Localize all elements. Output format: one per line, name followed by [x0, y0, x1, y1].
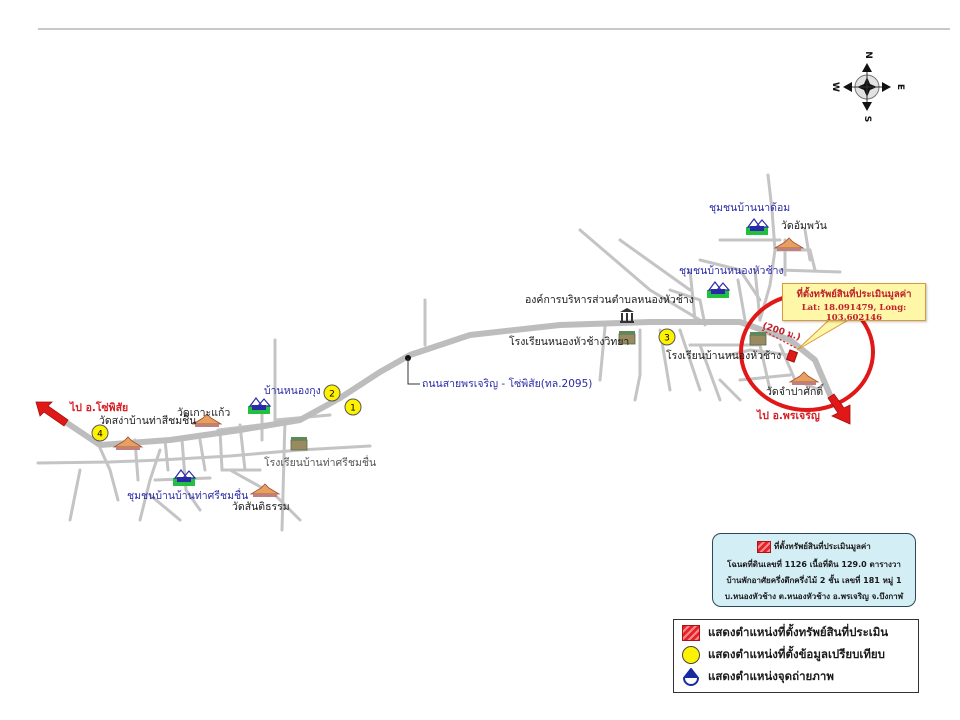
label-sao-office: องค์การบริหารส่วนตำบลหนองหัวช้าง	[525, 294, 694, 306]
photo-point-icon	[682, 668, 700, 686]
label-school-nong-hua-chang-wittaya: โรงเรียนหนองหัวช้างวิทยา	[509, 336, 630, 348]
label-ban-nong-kung: บ้านหนองกุง	[264, 385, 321, 397]
label-community-na-om: ชุมชนบ้านนาด้อม	[709, 202, 791, 214]
arrow-to-phon-charoen-icon	[827, 393, 851, 425]
callout-coordinates: Lat: 18.091479, Long: 103.602146	[801, 303, 907, 323]
legend-label: แสดงตำแหน่งที่ตั้งทรัพย์สินที่ประเมิน	[708, 625, 889, 639]
map-legend: แสดงตำแหน่งที่ตั้งทรัพย์สินที่ประเมิน แส…	[673, 619, 919, 693]
compass-icon	[843, 63, 891, 111]
property-marker-icon	[785, 349, 799, 363]
main-road	[52, 319, 848, 448]
comparison-marker-label: 2	[329, 390, 335, 400]
temple-icon	[191, 413, 223, 427]
road-leader-line	[407, 358, 420, 385]
label-community-tha-si-chom-chuen: ชุมชนบ้านบ้านท่าศรีชมชื่น	[127, 490, 249, 502]
info-line-3: บ.หนองหัวช้าง ต.หนองหัวช้าง อ.พรเจริญ จ.…	[724, 592, 904, 601]
temple-icon	[112, 436, 144, 450]
temple-icon	[788, 371, 820, 385]
compass-east-label: E	[895, 83, 906, 91]
label-wat-sawang: วัดสง่าบ้านท่าสีชมชื่น	[99, 415, 197, 427]
comparison-marker-label: 3	[664, 334, 670, 344]
comparison-marker-1: 1	[344, 398, 362, 416]
hatched-square-icon	[757, 540, 772, 553]
info-line-1: โฉนดที่ดินเลขที่ 1126 เนื้อที่ดิน 129.0 …	[727, 560, 901, 569]
property-info-box: ที่ตั้งทรัพย์สินที่ประเมินมูลค่า โฉนดที่…	[712, 533, 916, 607]
legend-item-comparison: แสดงตำแหน่งที่ตั้งข้อมูลเปรียบเทียบ	[682, 645, 885, 665]
property-callout: ที่ตั้งทรัพย์สินที่ประเมินมูลค่า Lat: 18…	[782, 283, 926, 323]
label-wat-am-phawan: วัดอัมพวัน	[781, 220, 827, 232]
distance-line	[761, 329, 797, 349]
community-icon	[173, 469, 197, 486]
legend-label: แสดงตำแหน่งที่ตั้งข้อมูลเปรียบเทียบ	[708, 647, 885, 661]
compass-west-label: W	[829, 82, 840, 92]
yellow-circle-icon	[682, 646, 700, 664]
info-line-2: บ้านพักอาศัยครึ่งตึกครึ่งไม้ 2 ชั้น เลขท…	[726, 576, 902, 585]
label-wat-santi-tham: วัดสันติธรรม	[232, 501, 290, 513]
temple-icon	[773, 237, 805, 251]
compass-south-label: S	[862, 115, 873, 123]
info-title-row: ที่ตั้งทรัพย์สินที่ประเมินมูลค่า	[713, 540, 915, 553]
community-icon	[707, 281, 731, 298]
minor-roads	[36, 173, 842, 532]
school-icon	[618, 331, 636, 345]
hatched-square-icon	[682, 625, 700, 641]
community-icon	[248, 397, 272, 414]
info-title: ที่ตั้งทรัพย์สินที่ประเมินมูลค่า	[774, 542, 871, 551]
callout-title: ที่ตั้งทรัพย์สินที่ประเมินมูลค่า	[796, 289, 912, 300]
label-to-so-phisai: ไป อ.โซ่พิสัย	[70, 402, 129, 414]
government-office-icon	[620, 308, 634, 323]
school-icon	[290, 437, 308, 451]
comparison-marker-4: 4	[91, 424, 109, 442]
top-divider	[38, 28, 950, 30]
community-icon	[746, 218, 770, 235]
callout-pointer	[796, 318, 852, 351]
label-wat-champa-sak: วัดจำปาศักดิ์	[766, 386, 824, 398]
legend-label: แสดงตำแหน่งจุดถ่ายภาพ	[708, 669, 834, 683]
comparison-marker-2: 2	[323, 384, 341, 402]
arrow-to-so-phisai-icon	[35, 401, 69, 427]
label-road-name: ถนนสายพรเจริญ - โซ่พิสัย(ทล.2095)	[422, 378, 593, 390]
label-community-nong-hua-chang: ชุมชนบ้านหนองหัวช้าง	[679, 265, 784, 277]
comparison-marker-label: 4	[97, 430, 103, 440]
legend-item-photo-point: แสดงตำแหน่งจุดถ่ายภาพ	[682, 667, 834, 687]
label-to-phon-charoen: ไป อ.พรเจริญ	[757, 410, 820, 422]
school-icon	[749, 332, 767, 346]
label-school-tha-si-chom-chuen: โรงเรียนบ้านท่าศรีชมชื่น	[264, 457, 377, 469]
comparison-marker-label: 1	[350, 404, 356, 414]
label-wat-ko-kaeo: วัดเกาะแก้ว	[177, 407, 231, 419]
legend-item-property: แสดงตำแหน่งที่ตั้งทรัพย์สินที่ประเมิน	[682, 623, 888, 643]
label-school-ban-nong-hua-chang: โรงเรียนบ้านหนองหัวช้าง	[666, 350, 782, 362]
comparison-marker-3: 3	[658, 328, 676, 346]
temple-icon	[249, 483, 281, 497]
compass-north-label: N	[862, 51, 873, 59]
